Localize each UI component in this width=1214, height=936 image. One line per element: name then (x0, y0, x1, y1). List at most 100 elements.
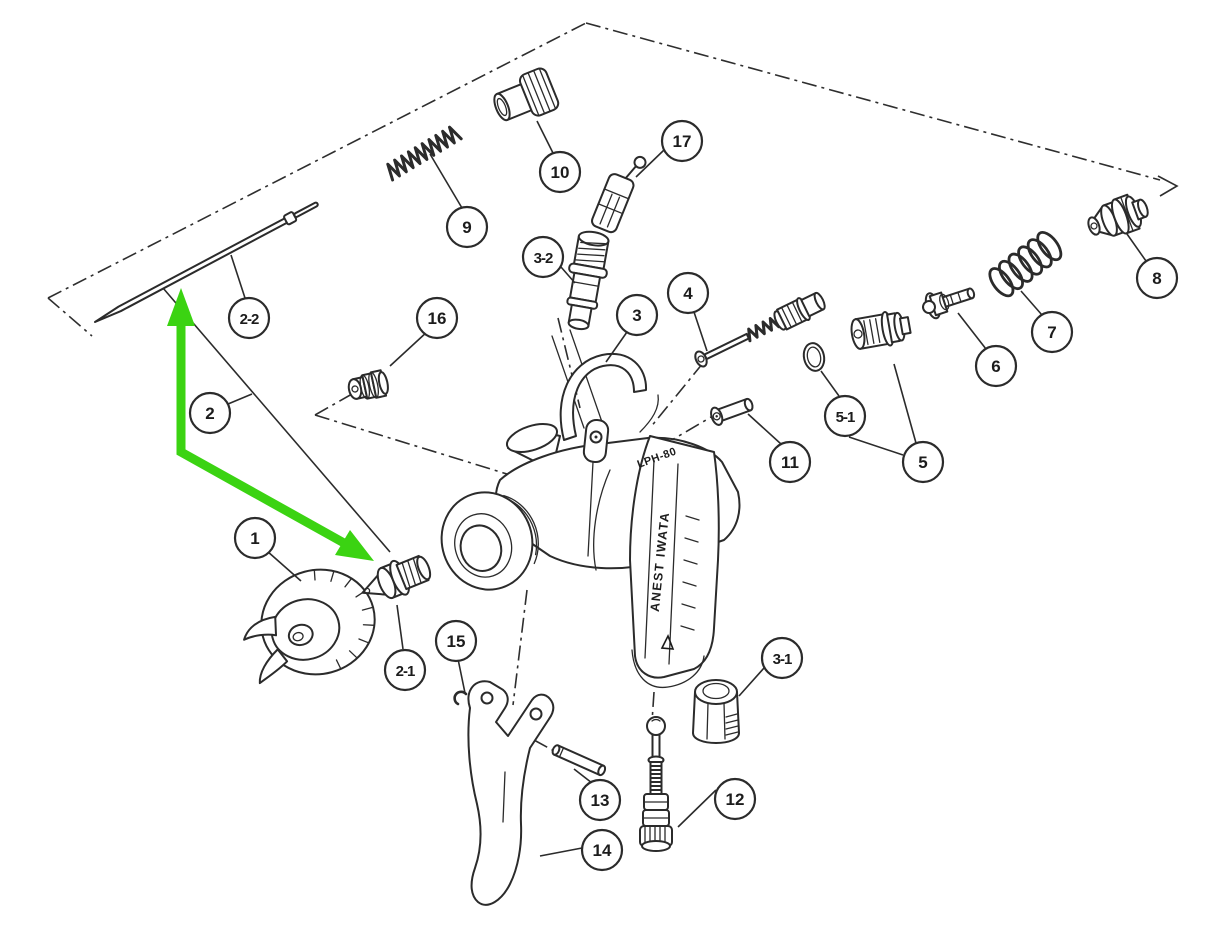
leader-13 (573, 768, 593, 784)
gun-handle-butt (631, 649, 705, 689)
guide-lines (47, 22, 1179, 753)
leader-10 (536, 120, 554, 154)
leader-15 (457, 658, 466, 694)
callout-label-15: 15 (447, 632, 466, 651)
part-bolt-6 (922, 287, 976, 320)
gun-handle-strip-left (644, 459, 655, 659)
gun-handle-ribs (680, 515, 700, 631)
part-e-ring-15 (453, 690, 468, 706)
callout-circle-2 (188, 391, 232, 435)
callout-label-3-1: 3-1 (773, 651, 792, 668)
leader-12 (677, 789, 717, 828)
callout-circle-5 (901, 440, 945, 484)
guide-axis-12 (651, 691, 655, 723)
callout-circle-15 (434, 619, 478, 663)
callout-circle-2-1 (383, 648, 427, 692)
callout-label-11: 11 (781, 453, 799, 472)
leader-17 (635, 149, 665, 178)
part-plug-16 (347, 369, 389, 400)
leader-8 (1126, 233, 1147, 262)
callout-15: 15 (434, 619, 478, 663)
leader-3 (605, 331, 628, 363)
guide-corner-left (47, 297, 93, 337)
callout-1: 1 (233, 516, 277, 560)
callout-circle-13 (578, 778, 622, 822)
callout-2-2: 2-2 (227, 296, 271, 340)
leader-1 (266, 550, 302, 582)
callout-circle-12 (713, 777, 757, 821)
callout-3-2: 3-2 (521, 235, 565, 279)
green-annotation-arrow (167, 288, 374, 561)
guide-right-corner-tick (1157, 175, 1179, 197)
callout-6: 6 (974, 344, 1018, 388)
callout-5: 5 (901, 440, 945, 484)
callout-7: 7 (1030, 310, 1074, 354)
leader-9 (429, 153, 463, 209)
leader-16 (389, 330, 429, 367)
leader-3-2 (560, 266, 576, 284)
callout-circle-16 (415, 296, 459, 340)
callout-13: 13 (578, 778, 622, 822)
leader-lines (227, 120, 1147, 857)
part-needle-adj-4 (694, 291, 826, 368)
part-valve-spring-7 (988, 231, 1063, 298)
guide-axis-16 (314, 393, 353, 416)
air-cap-horn-upper (243, 615, 278, 641)
annotation-arrow-shaft (176, 320, 347, 547)
callout-circle-9 (445, 205, 489, 249)
callout-circle-4 (666, 271, 710, 315)
callout-label-13: 13 (591, 791, 610, 810)
callout-label-16: 16 (428, 309, 447, 328)
callout-label-3-2: 3-2 (534, 250, 553, 267)
leader-5 (848, 436, 904, 456)
callout-2: 2 (188, 391, 232, 435)
callout-circle-14 (580, 828, 624, 872)
callout-circle-5-1 (823, 394, 867, 438)
callout-label-7: 7 (1047, 323, 1056, 342)
part-cap-nut-10 (493, 67, 560, 122)
gun-front-contour (593, 469, 611, 571)
callout-10: 10 (538, 150, 582, 194)
callout-label-5-1: 5-1 (836, 409, 855, 426)
callout-3-1: 3-1 (760, 636, 804, 680)
callout-circle-1 (233, 516, 277, 560)
part-valve-rod-17 (591, 155, 647, 234)
leader-5-1 (820, 370, 840, 397)
leader-3-1 (738, 667, 765, 697)
callout-8: 8 (1135, 256, 1179, 300)
leader-6 (957, 312, 987, 350)
part-fluid-adjust-12 (639, 716, 673, 852)
callout-4: 4 (666, 271, 710, 315)
leader-5 (893, 363, 917, 444)
callout-label-2: 2 (205, 404, 214, 423)
callout-circle-7 (1030, 310, 1074, 354)
leader-4 (693, 311, 708, 352)
part-air-valve-3-1 (692, 679, 740, 744)
callout-17: 17 (660, 119, 704, 163)
part-air-valve-5 (850, 311, 912, 350)
part-needle-spring-9 (386, 125, 463, 182)
guide-axis-trigger (512, 589, 528, 706)
part-fluid-nozzle-2-1 (361, 554, 432, 600)
air-cap-horn-lower (258, 648, 289, 685)
callout-label-5: 5 (918, 453, 927, 472)
callout-circle-10 (538, 150, 582, 194)
part-air-valve-seat-3-2 (566, 230, 610, 331)
part-trigger-14 (467, 680, 555, 906)
gun-pivot-line (587, 461, 594, 557)
callout-label-3: 3 (632, 306, 641, 325)
guide-top-left-edge (47, 22, 587, 299)
callout-5-1: 5-1 (823, 394, 867, 438)
leader-2-1 (396, 604, 404, 650)
callout-label-14: 14 (593, 841, 612, 860)
callout-11: 11 (768, 440, 812, 484)
callout-circle-3-1 (760, 636, 804, 680)
callout-label-9: 9 (462, 218, 471, 237)
gun-neck-mouth (505, 423, 559, 453)
callout-label-1: 1 (250, 529, 259, 548)
gun-handle-strip-right (668, 463, 679, 665)
callout-label-10: 10 (551, 163, 570, 182)
leader-11 (747, 413, 782, 445)
callout-circle-8 (1135, 256, 1179, 300)
